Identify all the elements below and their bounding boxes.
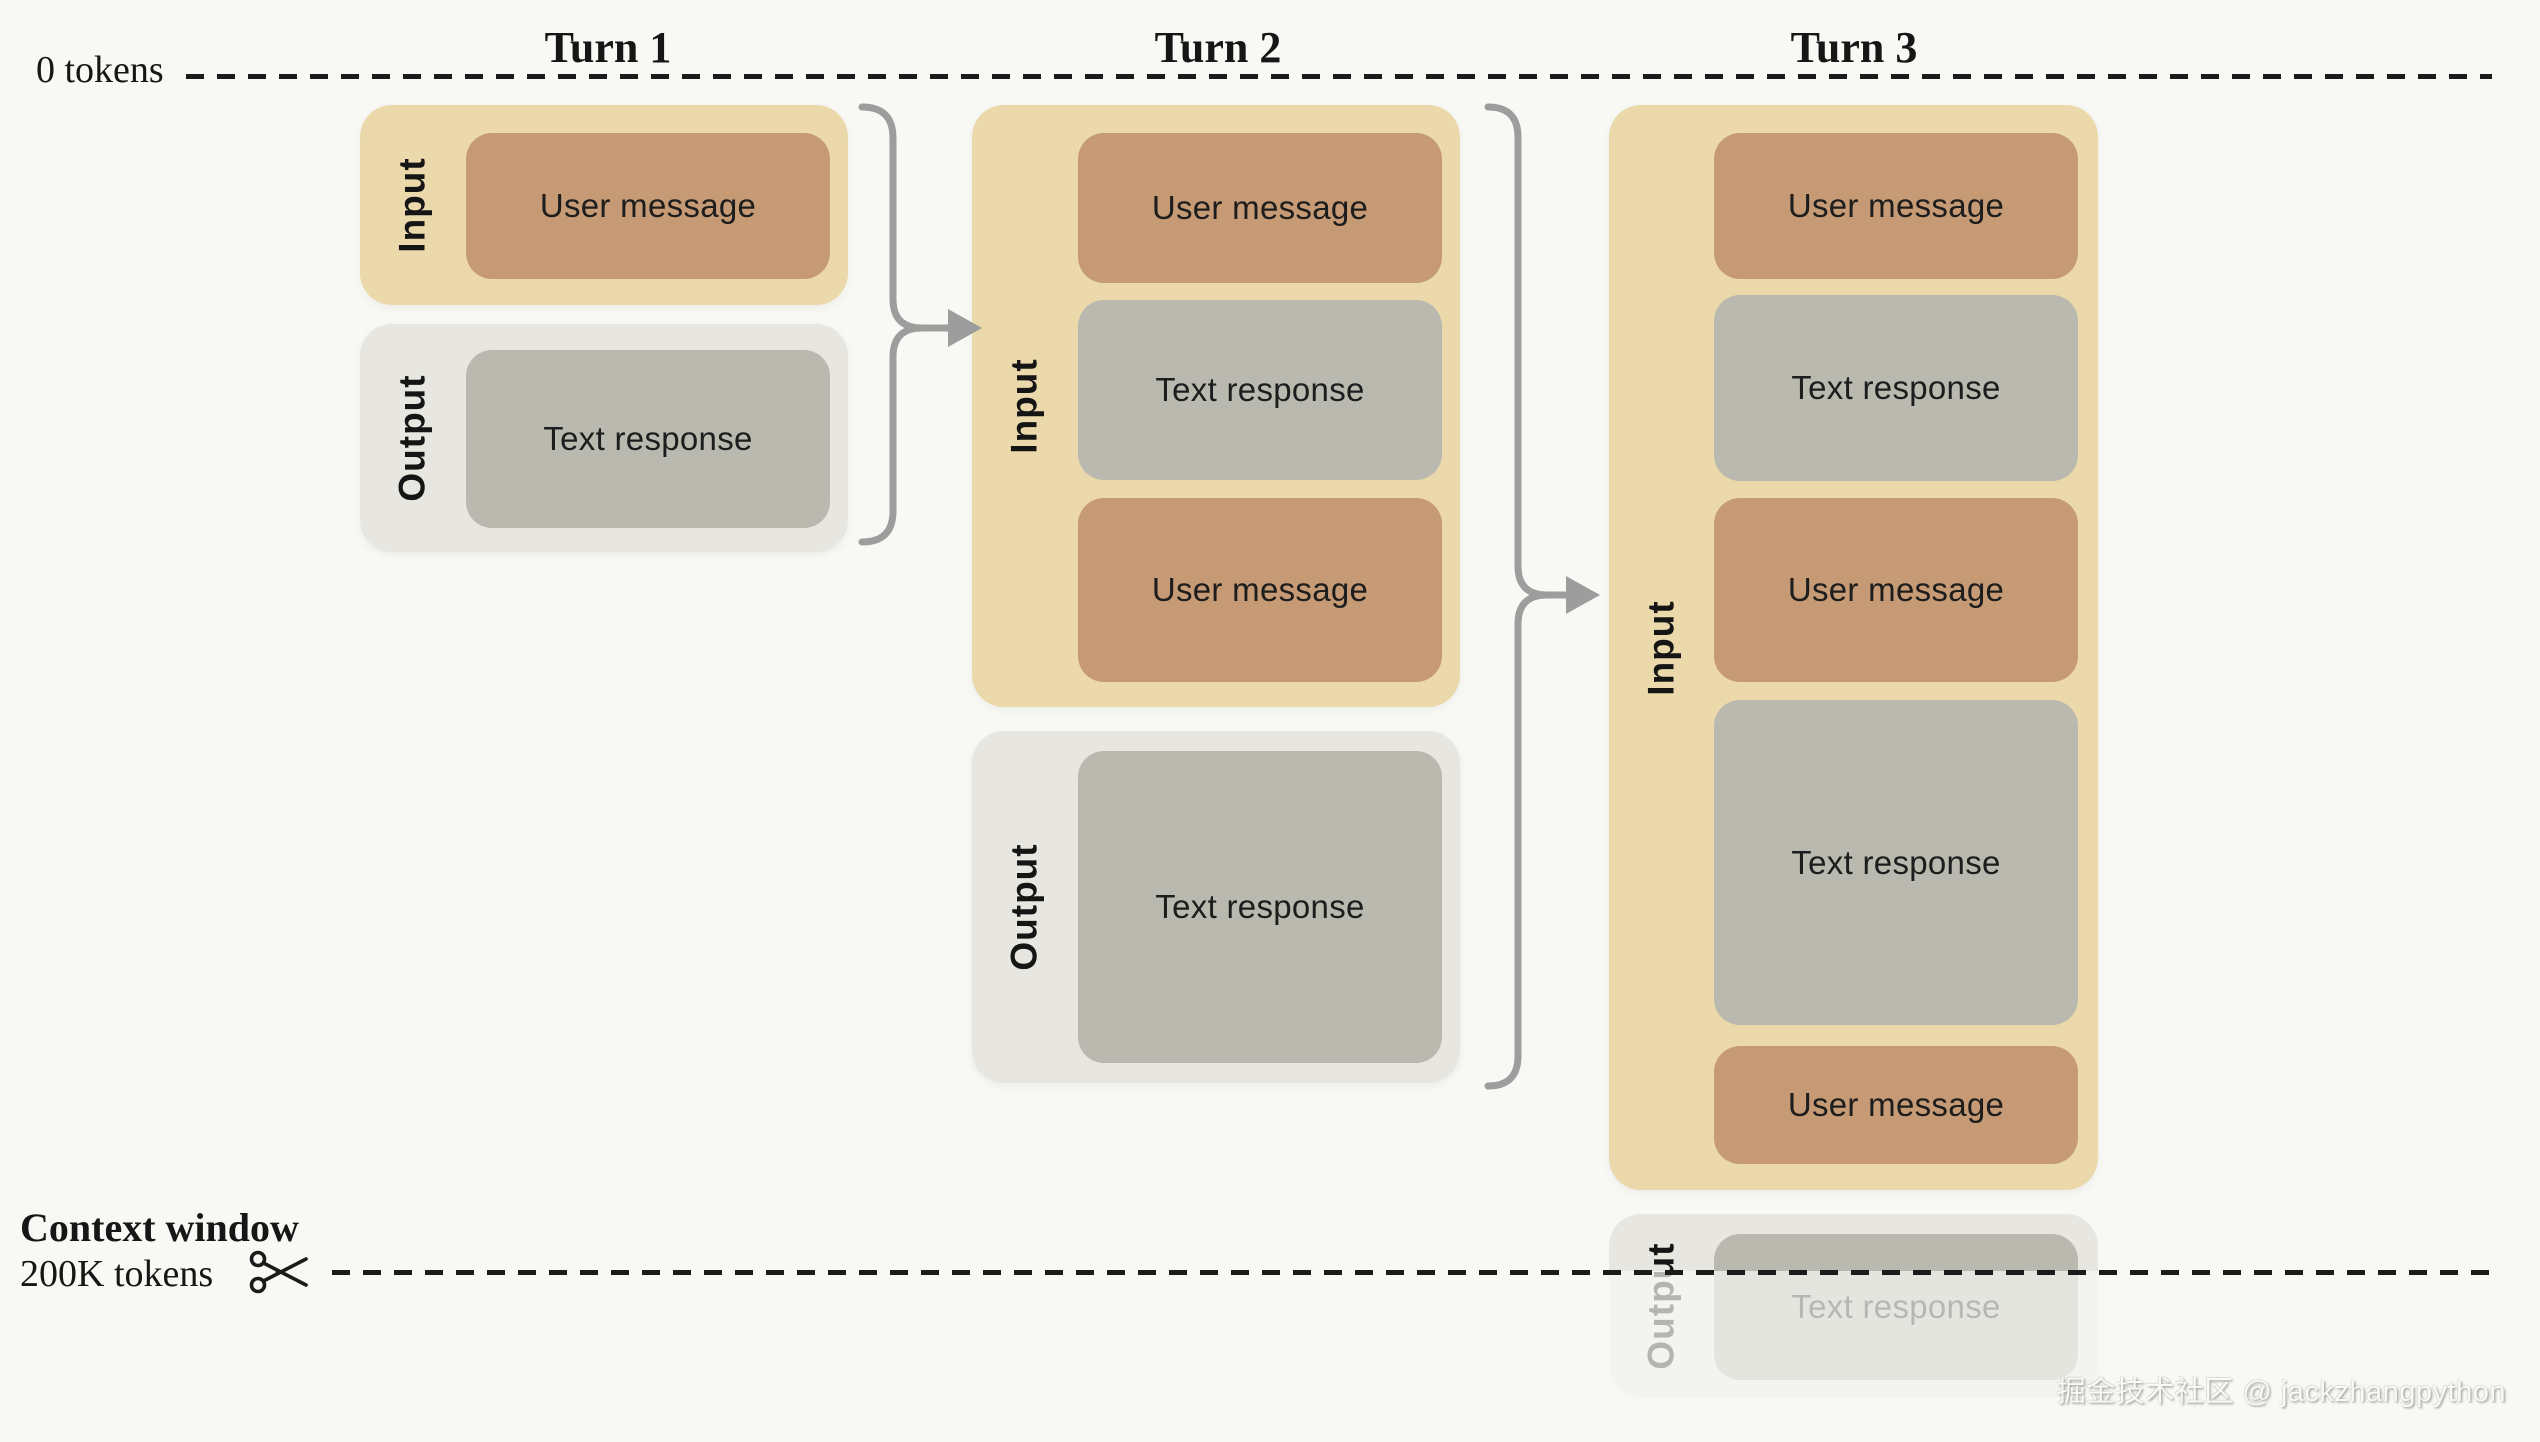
user-message-box: User message (1714, 498, 2078, 682)
scissors-icon (249, 1250, 308, 1294)
turn-2-title: Turn 2 (1154, 23, 1282, 72)
turn-1-title: Turn 1 (544, 23, 672, 72)
user-message-box: User message (1078, 133, 1442, 283)
text-response-box: Text response (1714, 295, 2078, 481)
user-message-box: User message (1714, 133, 2078, 279)
turn-1-output-label: Output (392, 374, 434, 502)
turn-3-title: Turn 3 (1790, 23, 1918, 72)
turn-3-input-label: Input (1641, 599, 1682, 696)
context-window-label: Context window (20, 1205, 299, 1250)
watermark: 掘金技术社区 @ jackzhangpython (2056, 1376, 2506, 1408)
arrow-head-icon (1566, 576, 1600, 614)
text-response-box: Text response (466, 350, 830, 528)
text-response-box: Text response (1714, 700, 2078, 1025)
context-window-tokens-label: 200K tokens (20, 1253, 214, 1295)
user-message-box: User message (1078, 498, 1442, 682)
context-overflow-fade (1599, 1271, 2121, 1417)
user-message-box: User message (1714, 1046, 2078, 1164)
turn-2-output-label: Output (1004, 843, 1046, 971)
user-message-box: User message (466, 133, 830, 279)
turn-1-input-label: Input (392, 157, 433, 253)
text-response-box: Text response (1078, 751, 1442, 1063)
turn-2-input-label: Input (1004, 358, 1045, 454)
zero-tokens-dashed-line (186, 74, 2492, 79)
zero-tokens-label: 0 tokens (36, 49, 164, 91)
context-window-dashed-line (332, 1270, 2492, 1275)
text-response-box: Text response (1078, 300, 1442, 480)
